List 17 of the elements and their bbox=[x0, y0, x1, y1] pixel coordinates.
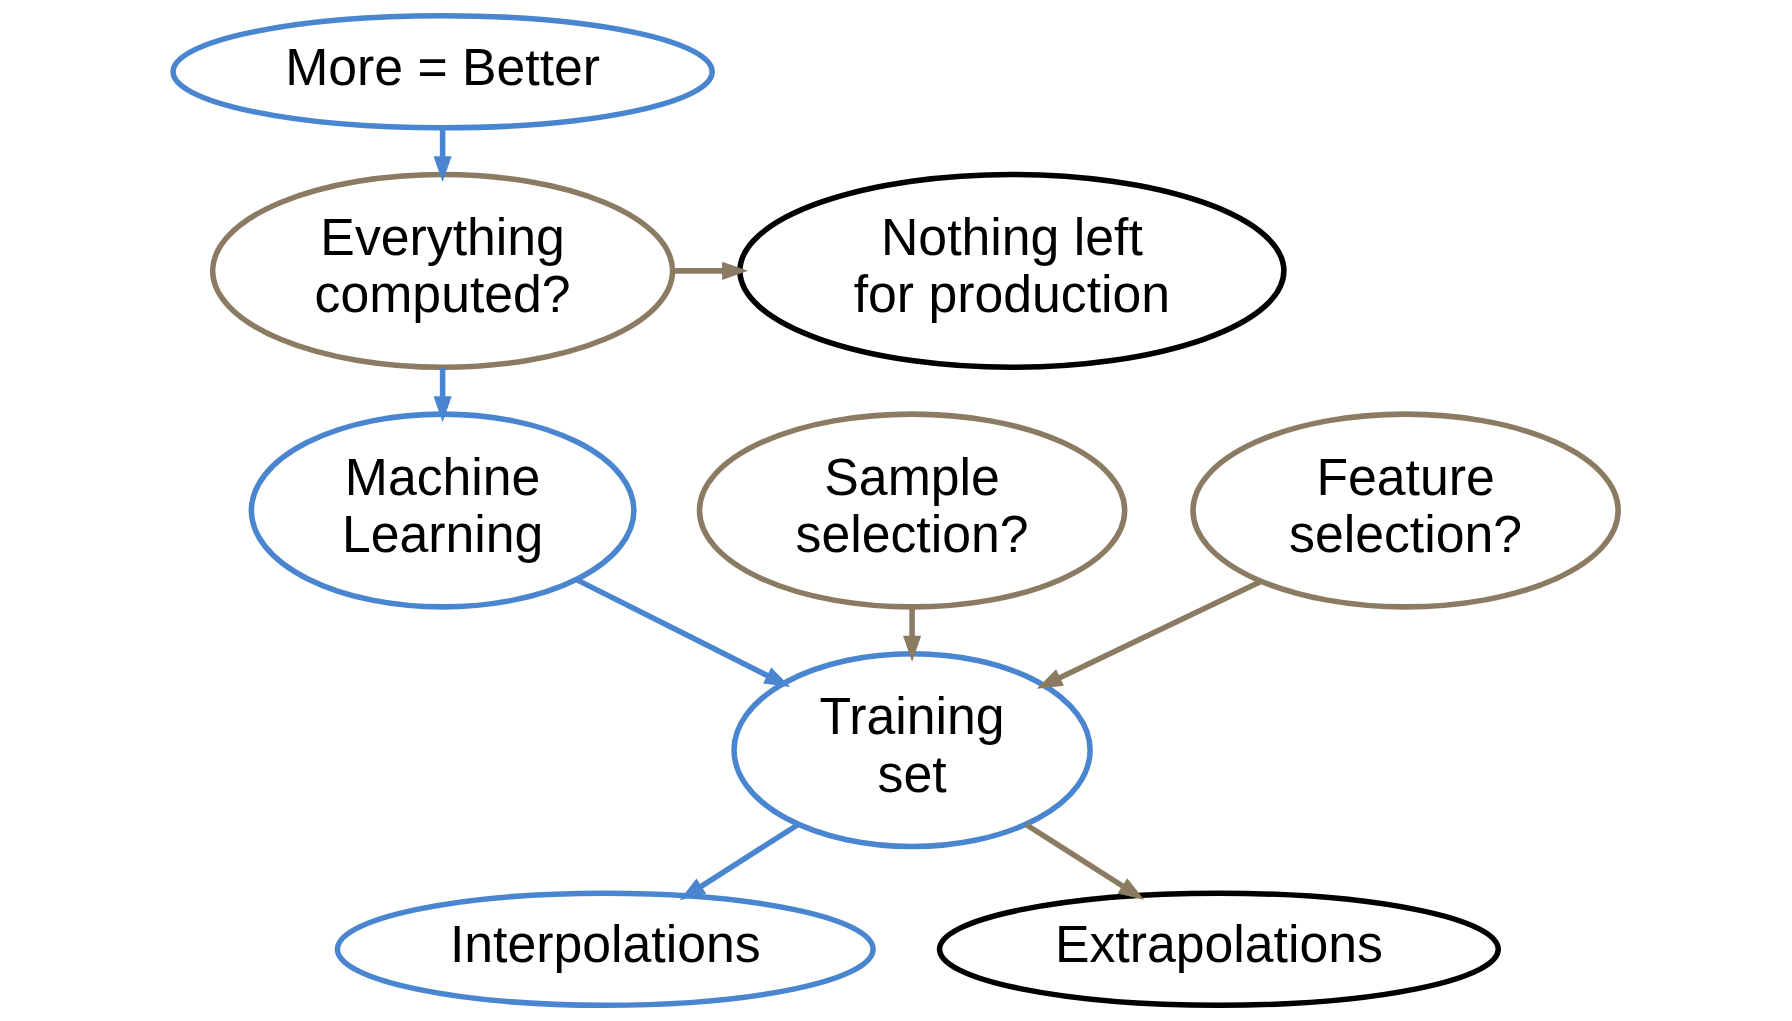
node-ellipse: Sample selection? bbox=[696, 411, 1128, 610]
node-ellipse: Extrapolations bbox=[936, 890, 1501, 1009]
arrow bbox=[1036, 579, 1263, 689]
node-ellipse: More = Better bbox=[170, 12, 715, 131]
arrow bbox=[575, 577, 791, 688]
arrow bbox=[433, 368, 452, 423]
node-ellipse: Training set bbox=[731, 650, 1093, 850]
node-ellipse: Nothing left for production bbox=[737, 171, 1287, 371]
node-ellipse: Everything computed? bbox=[209, 171, 676, 371]
arrow bbox=[903, 607, 922, 662]
arrow bbox=[1024, 822, 1145, 900]
arrow bbox=[679, 822, 800, 901]
node-ellipse: Machine Learning bbox=[248, 411, 637, 610]
arrow bbox=[433, 128, 452, 183]
node-ellipse: Interpolations bbox=[334, 890, 876, 1009]
arrow bbox=[672, 261, 749, 280]
node-ellipse: Feature selection? bbox=[1190, 411, 1621, 610]
